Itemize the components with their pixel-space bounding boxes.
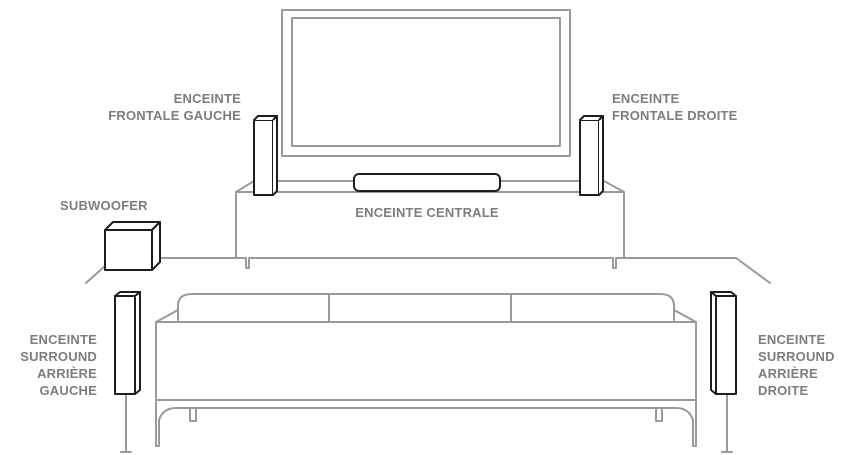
label-center-text: ENCEINTE CENTRALE: [355, 205, 499, 220]
label-center: ENCEINTE CENTRALE: [332, 204, 522, 221]
label-surround-right: ENCEINTE SURROUND ARRIÈRE DROITE: [758, 331, 835, 399]
subwoofer-floor-line: [85, 265, 106, 284]
label-surround-right-line3: ARRIÈRE: [758, 366, 818, 381]
sofa-cushion-dividers: [328, 293, 512, 323]
label-surround-right-line4: DROITE: [758, 383, 809, 398]
tv-screen: [291, 17, 561, 147]
tv-frame: [281, 9, 571, 157]
label-surround-right-line1: ENCEINTE: [758, 332, 826, 347]
label-surround-right-line2: SURROUND: [758, 349, 835, 364]
label-surround-left-line3: ARRIÈRE: [37, 366, 97, 381]
label-surround-left-line1: ENCEINTE: [29, 332, 97, 347]
sofa-back: [177, 293, 675, 321]
front-right-speaker: [579, 119, 600, 196]
subwoofer-top: [104, 221, 161, 231]
front-left-speaker: [253, 119, 274, 196]
sofa-rear-legs: [189, 407, 663, 422]
tv-stand: [235, 191, 625, 269]
label-front-right-line2: FRONTALE DROITE: [612, 108, 738, 123]
surround-left-stand: [120, 393, 132, 453]
room-wall-right: [622, 257, 771, 284]
sofa-base: [155, 399, 697, 447]
center-speaker: [353, 173, 501, 192]
sofa-arm-left: [155, 309, 179, 323]
surround-right-speaker: [715, 295, 737, 395]
label-front-left-line2: FRONTALE GAUCHE: [108, 108, 241, 123]
surround-right-speaker-side: [710, 291, 717, 395]
front-left-speaker-side: [272, 115, 278, 196]
label-front-right-line1: ENCEINTE: [612, 91, 680, 106]
label-surround-left-line2: SURROUND: [20, 349, 97, 364]
surround-right-stand: [721, 393, 733, 453]
subwoofer-box: [104, 229, 153, 271]
label-front-right: ENCEINTE FRONTALE DROITE: [612, 90, 738, 124]
surround-left-speaker: [114, 295, 136, 395]
subwoofer-side: [151, 221, 161, 271]
sofa-body: [155, 321, 697, 401]
tv-stand-top-left: [235, 180, 255, 193]
surround-left-speaker-side: [134, 291, 141, 395]
sofa-arm-right: [673, 309, 697, 323]
label-subwoofer-text: SUBWOOFER: [60, 198, 148, 213]
label-surround-left-line4: GAUCHE: [39, 383, 97, 398]
label-front-left-line1: ENCEINTE: [173, 91, 241, 106]
label-front-left: ENCEINTE FRONTALE GAUCHE: [108, 90, 241, 124]
label-subwoofer: SUBWOOFER: [60, 197, 148, 214]
front-right-speaker-side: [598, 115, 604, 196]
label-surround-left: ENCEINTE SURROUND ARRIÈRE GAUCHE: [20, 331, 97, 399]
